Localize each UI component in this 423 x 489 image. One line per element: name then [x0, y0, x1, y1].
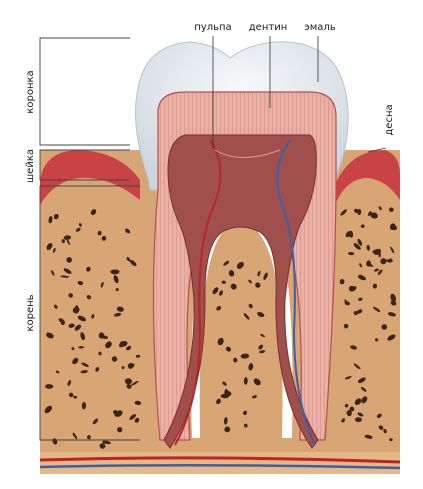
- interradicular-bone: [206, 228, 278, 438]
- label-koren: корень: [25, 294, 36, 331]
- base-vessels: [40, 452, 400, 474]
- bone-pore: [221, 394, 230, 399]
- bone-pore: [73, 396, 77, 399]
- label-koronka: коронка: [25, 70, 36, 113]
- label-pulpa: пульпа: [194, 22, 231, 33]
- label-sheyka: шейка: [25, 149, 36, 183]
- bone-pore: [125, 378, 132, 384]
- label-desna: десна: [384, 104, 395, 135]
- label-emal: эмаль: [304, 22, 336, 33]
- label-dentin: дентин: [249, 22, 287, 33]
